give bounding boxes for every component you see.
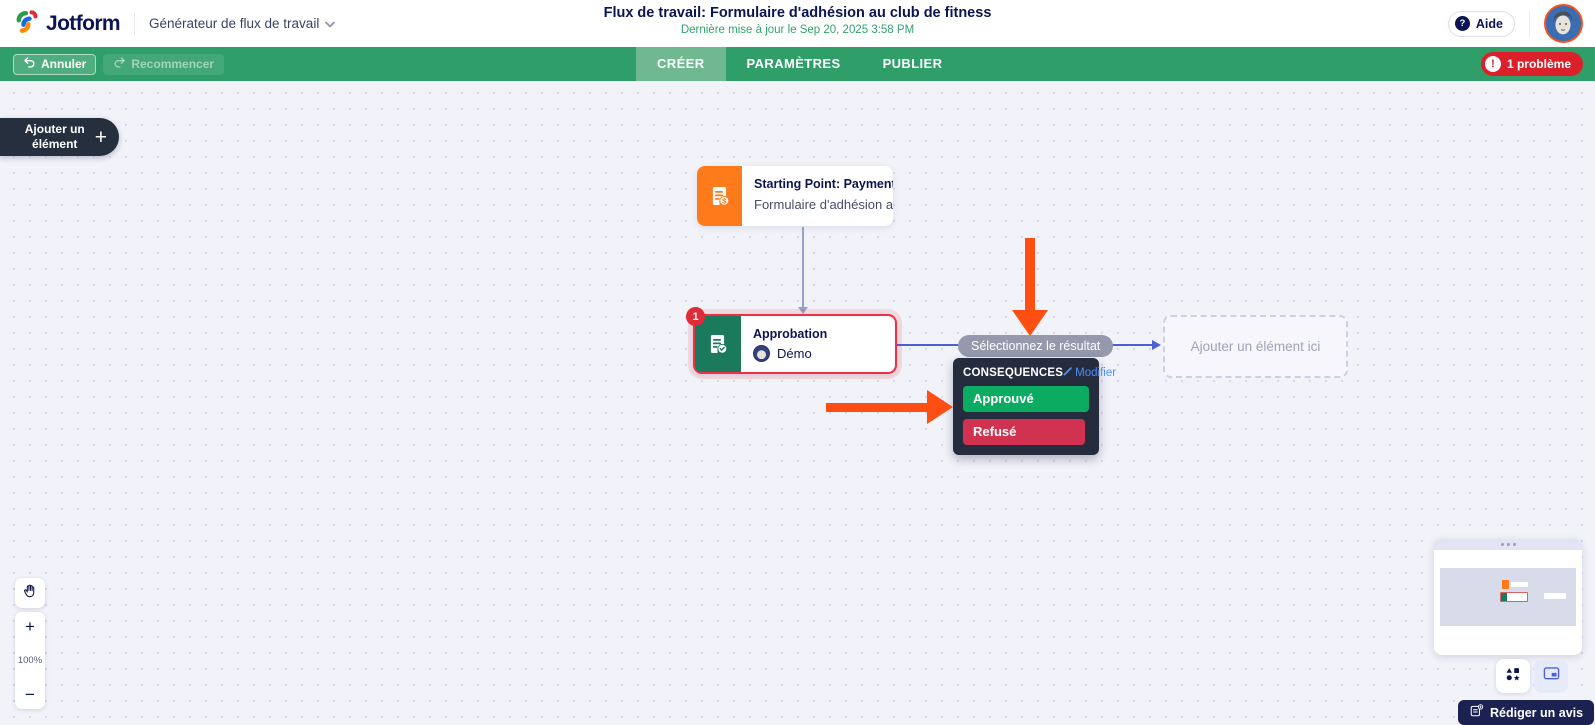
shapes-icon [1504, 665, 1522, 688]
user-avatar[interactable] [1544, 4, 1583, 43]
minimap-start-node [1502, 580, 1509, 589]
title-block: Flux de travail: Formulaire d'adhésion a… [448, 4, 1148, 36]
tab-create[interactable]: CRÉER [636, 47, 726, 81]
elements-legend-button[interactable] [1496, 659, 1530, 693]
annotation-arrow-right [826, 403, 927, 412]
product-switcher[interactable]: Générateur de flux de travail [148, 16, 336, 31]
zoom-in-button[interactable]: + [25, 617, 35, 636]
help-button[interactable]: ? Aide [1447, 10, 1515, 37]
dot-icon [1500, 543, 1504, 546]
problems-badge[interactable]: ! 1 problème [1480, 52, 1583, 76]
pencil-icon [1063, 367, 1072, 379]
undo-icon [23, 56, 36, 72]
minimap[interactable] [1434, 539, 1582, 655]
zoom-level: 100% [17, 655, 43, 666]
minimap-start-node-bar [1511, 582, 1528, 587]
review-icon [1469, 703, 1484, 723]
error-count-badge: 1 [686, 307, 705, 326]
top-header: Jotform Générateur de flux de travail Fl… [0, 0, 1595, 47]
tab-settings[interactable]: PARAMÈTRES [746, 56, 841, 71]
approval-icon [695, 316, 741, 372]
logo-wordmark: Jotform [46, 11, 121, 35]
builder-toolbar: Annuler Recommencer CRÉER PARAMÈTRES PUB… [0, 47, 1595, 81]
redo-button[interactable]: Recommencer [103, 53, 225, 75]
header-divider [1529, 9, 1530, 38]
dot-icon [1512, 543, 1516, 546]
question-icon: ? [1454, 16, 1470, 31]
annotation-arrow-down [1025, 238, 1035, 310]
arrowhead-right [1152, 340, 1161, 350]
pan-tool-button[interactable] [15, 578, 45, 608]
outcome-refused-button[interactable]: Refusé [963, 419, 1085, 445]
redo-label: Recommencer [131, 57, 215, 71]
minimap-placeholder-node [1544, 593, 1566, 599]
minimap-toggle-button[interactable] [1534, 659, 1568, 693]
assignee-name: Démo [777, 346, 812, 361]
minimap-header [1434, 539, 1582, 550]
arrowhead-down [798, 307, 808, 314]
hand-icon [22, 583, 38, 604]
tab-publish[interactable]: PUBLIER [882, 56, 943, 71]
jotform-logo-icon [12, 8, 39, 40]
consequences-panel: CONSEQUENCES Modifier Approuvé Refusé [953, 358, 1116, 455]
problems-label: 1 problème [1506, 57, 1571, 71]
connector-start-to-approval [798, 227, 808, 314]
chevron-down-icon [325, 16, 336, 31]
start-node-title: Starting Point: Payment Form [754, 177, 893, 191]
last-updated-text: Dernière mise à jour le Sep 20, 2025 3:5… [680, 23, 915, 36]
approval-node[interactable]: 1 Approbation Démo [686, 307, 897, 374]
start-node-subtitle: Formulaire d'adhésion au ... [754, 197, 893, 212]
svg-text:$: $ [722, 196, 727, 205]
builder-tabs: CRÉER PARAMÈTRES PUBLIER [636, 47, 963, 81]
zoom-controls: + 100% − [15, 612, 45, 709]
select-outcome-pill[interactable]: Sélectionnez le résultat [958, 335, 1114, 357]
write-review-label: Rédiger un avis [1490, 705, 1584, 720]
assignee-avatar [753, 345, 770, 362]
undo-label: Annuler [41, 57, 87, 71]
write-review-button[interactable]: Rédiger un avis [1458, 700, 1595, 725]
add-element-here-placeholder[interactable]: Ajouter un élément ici [1163, 315, 1348, 378]
picture-in-picture-icon [1542, 664, 1561, 688]
jotform-logo[interactable]: Jotform [12, 8, 121, 40]
undo-button[interactable]: Annuler [13, 53, 97, 75]
approval-node-title: Approbation [753, 327, 828, 341]
minimap-approval-node [1500, 592, 1528, 602]
annotation-arrow-right-head [927, 390, 953, 424]
edit-consequences-link[interactable]: Modifier [1063, 367, 1116, 379]
consequences-title: CONSEQUENCES [963, 367, 1064, 379]
redo-icon [113, 56, 126, 72]
exclamation-icon: ! [1484, 56, 1501, 72]
workflow-title[interactable]: Flux de travail: Formulaire d'adhésion a… [603, 5, 992, 21]
help-label: Aide [1475, 16, 1503, 31]
start-node[interactable]: $ Starting Point: Payment Form Formulair… [697, 166, 893, 226]
plus-icon: + [94, 125, 107, 149]
product-name: Générateur de flux de travail [148, 16, 320, 31]
outcome-approved-button[interactable]: Approuvé [963, 386, 1089, 412]
annotation-arrow-down-head [1012, 310, 1048, 336]
dot-icon [1506, 543, 1510, 546]
zoom-out-button[interactable]: − [25, 685, 35, 704]
header-divider [133, 12, 135, 35]
payment-form-icon: $ [697, 166, 742, 226]
